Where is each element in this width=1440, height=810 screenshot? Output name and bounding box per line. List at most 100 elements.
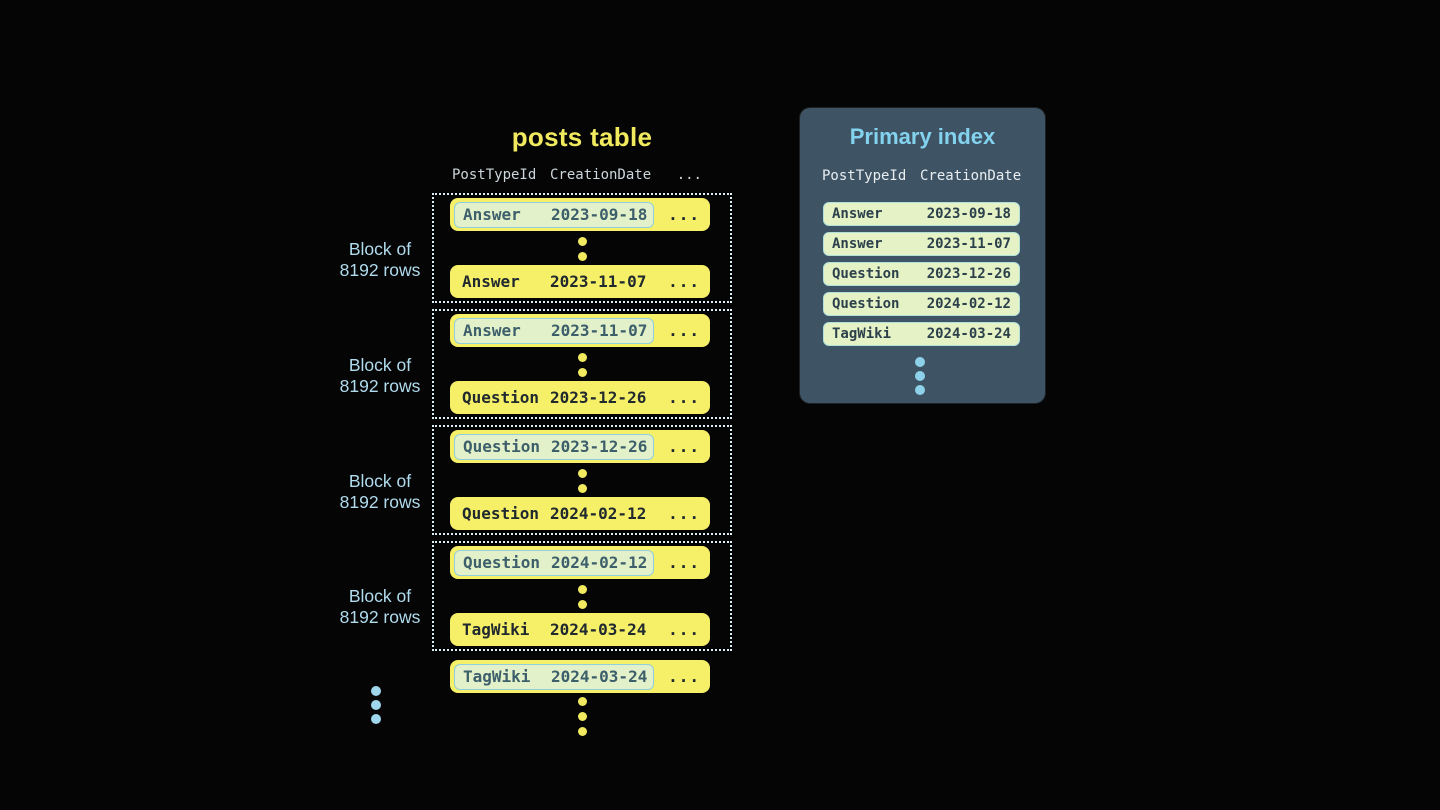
column-header-ellipsis: ... — [676, 167, 702, 183]
column-header-creationdate: CreationDate — [920, 168, 1022, 184]
block-label: Block of 8192 rows — [320, 239, 440, 281]
block-label-line2: 8192 rows — [339, 607, 421, 627]
more-index-entries-dots — [800, 357, 1040, 395]
block-label-line2: 8192 rows — [339, 260, 421, 280]
row-ellipsis: ... — [668, 388, 700, 407]
cell-posttypeid: Question — [462, 504, 540, 523]
cell-creationdate: 2023-12-26 — [551, 436, 648, 456]
dot-icon — [577, 712, 587, 721]
posts-table-title: posts table — [511, 122, 653, 152]
column-header-creationdate: CreationDate — [550, 167, 652, 183]
row-highlight-box: TagWiki 2024-03-24 — [454, 663, 655, 690]
primary-index-title: Primary index — [849, 124, 996, 149]
index-row: Question 2024-02-12 — [823, 292, 1020, 316]
cell-creationdate: 2023-09-18 — [551, 204, 648, 224]
cell-creationdate: 2024-03-24 — [926, 326, 1011, 342]
block-label-line1: Block of — [348, 471, 412, 491]
row-ellipsis: ... — [668, 205, 700, 224]
row-ellipsis: ... — [668, 620, 700, 639]
table-row: Answer 2023-11-07 ... — [450, 265, 710, 298]
cell-posttypeid: Answer — [832, 236, 883, 252]
cell-posttypeid: TagWiki — [462, 620, 530, 639]
index-row: Answer 2023-09-18 — [823, 202, 1020, 226]
table-row: TagWiki 2024-03-24 ... — [450, 613, 710, 646]
cell-creationdate: 2024-03-24 — [551, 666, 648, 686]
overflow-row-container: TagWiki 2024-03-24 ... — [450, 660, 710, 693]
cell-posttypeid: Answer — [463, 320, 521, 340]
cell-creationdate: 2023-09-18 — [926, 206, 1011, 222]
cell-posttypeid: Answer — [832, 206, 883, 222]
column-header-posttypeid: PostTypeId — [452, 167, 537, 183]
block-3: Question 2023-12-26 ... Question 2024-02… — [432, 425, 732, 535]
row-ellipsis: ... — [668, 272, 700, 291]
more-rows-dots — [432, 697, 732, 736]
dot-icon — [915, 371, 925, 381]
cell-posttypeid: Question — [832, 266, 900, 282]
table-row: Question 2024-02-12 ... — [450, 497, 710, 530]
block-1: Answer 2023-09-18 ... Answer 2023-11-07 … — [432, 193, 732, 303]
cell-creationdate: 2023-11-07 — [926, 236, 1011, 252]
dot-icon — [915, 385, 925, 395]
block-label: Block of 8192 rows — [320, 586, 440, 628]
table-row: Question 2023-12-26 ... — [450, 430, 710, 463]
cell-posttypeid: Question — [463, 552, 541, 572]
column-header-posttypeid: PostTypeId — [822, 168, 907, 184]
dot-icon — [577, 469, 587, 478]
primary-index-panel: Primary index PostTypeId CreationDate An… — [800, 108, 1045, 403]
dot-icon — [371, 700, 381, 710]
row-highlight-box: Question 2023-12-26 — [454, 433, 655, 460]
more-blocks-dots — [371, 686, 381, 724]
cell-creationdate: 2024-02-12 — [550, 504, 647, 523]
table-row: Answer 2023-09-18 ... — [450, 198, 710, 231]
primary-index-column-header: PostTypeId CreationDate — [800, 168, 1045, 184]
block-label-line1: Block of — [348, 586, 412, 606]
cell-creationdate: 2023-12-26 — [926, 266, 1011, 282]
block-2: Answer 2023-11-07 ... Question 2023-12-2… — [432, 309, 732, 419]
block-label-line1: Block of — [348, 239, 412, 259]
cell-creationdate: 2023-11-07 — [551, 320, 648, 340]
cell-posttypeid: Question — [832, 296, 900, 312]
cell-posttypeid: Question — [462, 388, 540, 407]
cell-posttypeid: TagWiki — [832, 326, 892, 342]
table-row: TagWiki 2024-03-24 ... — [450, 660, 710, 693]
index-row: Answer 2023-11-07 — [823, 232, 1020, 256]
dot-icon — [577, 727, 587, 736]
cell-posttypeid: Question — [463, 436, 541, 456]
cell-creationdate: 2023-11-07 — [550, 272, 647, 291]
index-row: Question 2023-12-26 — [823, 262, 1020, 286]
cell-creationdate: 2024-03-24 — [550, 620, 647, 639]
table-row: Answer 2023-11-07 ... — [450, 314, 710, 347]
cell-posttypeid: Answer — [462, 272, 520, 291]
dot-icon — [371, 686, 381, 696]
dot-icon — [371, 714, 381, 724]
row-ellipsis: ... — [668, 667, 700, 686]
posts-table-column-header: PostTypeId CreationDate ... — [432, 167, 732, 183]
row-highlight-box: Question 2024-02-12 — [454, 549, 655, 576]
row-ellipsis: ... — [668, 504, 700, 523]
dot-icon — [577, 600, 587, 609]
dot-icon — [577, 237, 587, 246]
row-ellipsis: ... — [668, 321, 700, 340]
row-highlight-box: Answer 2023-09-18 — [454, 201, 655, 228]
block-label-line1: Block of — [348, 355, 412, 375]
row-ellipsis: ... — [668, 553, 700, 572]
block-label-line2: 8192 rows — [339, 492, 421, 512]
row-highlight-box: Answer 2023-11-07 — [454, 317, 655, 344]
block-label: Block of 8192 rows — [320, 355, 440, 397]
dot-icon — [577, 353, 587, 362]
dot-icon — [577, 697, 587, 706]
index-row: TagWiki 2024-03-24 — [823, 322, 1020, 346]
cell-posttypeid: Answer — [463, 204, 521, 224]
dot-icon — [577, 368, 587, 377]
cell-creationdate: 2024-02-12 — [551, 552, 648, 572]
block-label: Block of 8192 rows — [320, 471, 440, 513]
dot-icon — [915, 357, 925, 367]
table-row: Question 2024-02-12 ... — [450, 546, 710, 579]
row-ellipsis: ... — [668, 437, 700, 456]
dot-icon — [577, 252, 587, 261]
dot-icon — [577, 484, 587, 493]
table-row: Question 2023-12-26 ... — [450, 381, 710, 414]
block-label-line2: 8192 rows — [339, 376, 421, 396]
dot-icon — [577, 585, 587, 594]
